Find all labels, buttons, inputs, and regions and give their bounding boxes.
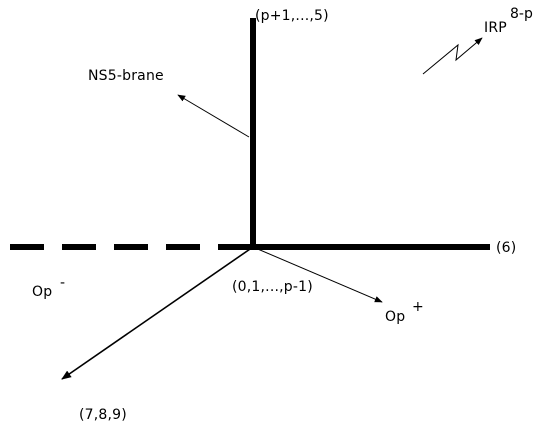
- ns5-brane-label: NS5-brane: [88, 68, 164, 84]
- op-minus-base: Op: [32, 284, 53, 300]
- irp-base: IRP: [484, 20, 507, 36]
- op-plus-pointer-arrow: [252, 246, 383, 303]
- diagonal-axis-arrow: [61, 246, 254, 380]
- op-plus-label: Op: [385, 309, 405, 325]
- op-minus-superscript: -: [60, 275, 66, 291]
- irp-superscript: 8-p: [510, 6, 533, 22]
- diagonal-axis-label: (7,8,9): [79, 407, 127, 423]
- irp-zigzag-arrow: [422, 37, 483, 75]
- op-plus-superscript: +: [412, 299, 424, 315]
- irp-label: IRP: [484, 20, 507, 36]
- op-plus-base: Op: [385, 309, 406, 325]
- top-axis-label: (p+1,...,5): [255, 8, 329, 24]
- op-minus-label: Op: [32, 284, 52, 300]
- ns5-brane-pointer-arrow: [177, 94, 250, 138]
- origin-axis-label: (0,1,...,p-1): [232, 279, 313, 295]
- right-axis-label: (6): [496, 240, 517, 256]
